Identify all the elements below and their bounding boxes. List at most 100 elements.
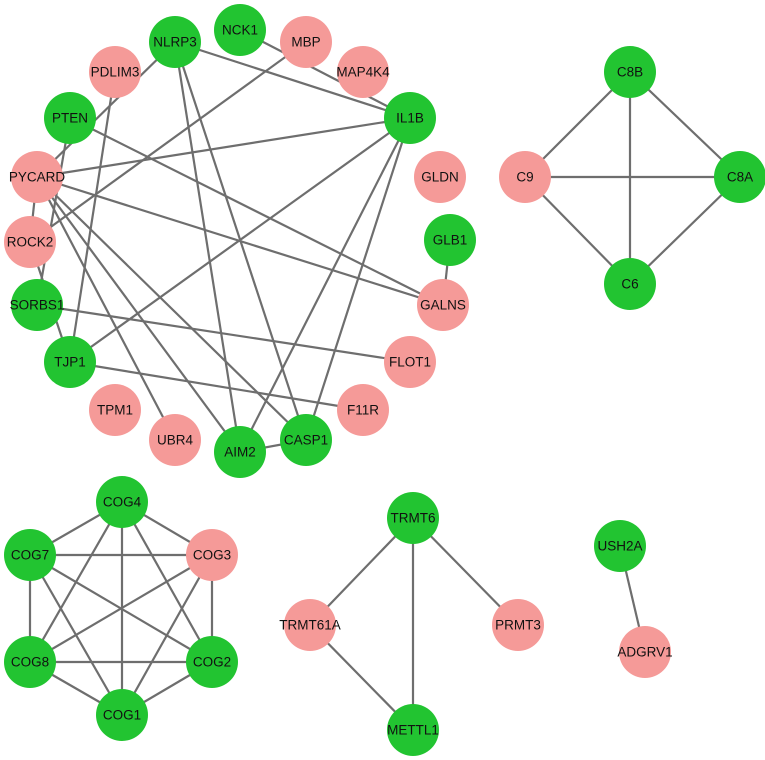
edge-il1b-aim2 (239, 117, 411, 453)
node-label-cog8: COG8 (11, 655, 49, 670)
node-il1b: IL1B (384, 92, 436, 144)
edge-nlrp3-il1b (174, 40, 411, 120)
node-nck1: NCK1 (214, 4, 266, 56)
node-adgrv1: ADGRV1 (617, 626, 673, 678)
node-circle-casp1 (280, 414, 332, 466)
node-label-gldn: GLDN (421, 170, 459, 185)
node-map4k4: MAP4K4 (336, 46, 390, 98)
node-ubr4: UBR4 (149, 414, 201, 466)
edge-cog3-cog8 (29, 554, 213, 663)
node-cog1: COG1 (96, 689, 148, 741)
node-circle-trmt61a (284, 599, 336, 651)
node-circle-c8a (714, 151, 765, 203)
node-label-tjp1: TJP1 (54, 355, 86, 370)
node-label-c6: C6 (621, 277, 638, 292)
node-circle-cog8 (4, 636, 56, 688)
node-rock2: ROCK2 (4, 216, 56, 268)
node-label-pycard: PYCARD (9, 170, 66, 185)
node-circle-galns (417, 279, 469, 331)
edge-nlrp3-pycard (36, 41, 176, 178)
node-label-rock2: ROCK2 (7, 235, 54, 250)
node-circle-sorbs1 (11, 279, 63, 331)
node-galns: GALNS (417, 279, 469, 331)
node-flot1: FLOT1 (384, 336, 436, 388)
node-label-c9: C9 (516, 170, 533, 185)
node-pdlim3: PDLIM3 (89, 46, 141, 98)
node-label-glb1: GLB1 (433, 233, 468, 248)
node-label-ush2a: USH2A (597, 539, 642, 554)
node-circle-rock2 (4, 216, 56, 268)
node-circle-pycard (11, 151, 63, 203)
node-label-flot1: FLOT1 (389, 355, 431, 370)
edge-pdlim3-tjp1 (68, 71, 117, 363)
edges-layer (28, 29, 741, 731)
node-circle-pten (44, 92, 96, 144)
node-mettl1: METTL1 (387, 704, 439, 756)
node-label-cog3: COG3 (193, 548, 231, 563)
node-circle-pdlim3 (89, 46, 141, 98)
node-c8b: C8B (604, 46, 656, 98)
node-circle-glb1 (424, 214, 476, 266)
node-tjp1: TJP1 (44, 336, 96, 388)
edge-pycard-aim2 (36, 176, 241, 453)
node-circle-prmt3 (492, 599, 544, 651)
node-label-mbp: MBP (291, 35, 320, 50)
edge-nck1-il1b (239, 29, 411, 119)
node-label-pten: PTEN (52, 111, 88, 126)
node-prmt3: PRMT3 (492, 599, 544, 651)
edge-tjp1-f11r (69, 360, 364, 412)
edge-pycard-casp1 (36, 176, 307, 441)
node-circle-nlrp3 (149, 16, 201, 68)
edge-pycard-ubr4 (36, 176, 176, 441)
node-label-map4k4: MAP4K4 (336, 65, 390, 80)
edge-mbp-rock2 (29, 41, 307, 243)
node-circle-mbp (280, 16, 332, 68)
node-label-aim2: AIM2 (224, 445, 256, 460)
node-c8a: C8A (714, 151, 765, 203)
edge-pten-sorbs1 (35, 117, 72, 306)
node-label-tpm1: TPM1 (97, 403, 133, 418)
node-circle-cog4 (96, 476, 148, 528)
node-circle-nck1 (214, 4, 266, 56)
node-label-sorbs1: SORBS1 (10, 298, 65, 313)
node-nlrp3: NLRP3 (149, 16, 201, 68)
node-gldn: GLDN (414, 151, 466, 203)
node-circle-flot1 (384, 336, 436, 388)
node-label-trmt61a: TRMT61A (279, 618, 341, 633)
node-pycard: PYCARD (9, 151, 66, 203)
node-circle-c9 (499, 151, 551, 203)
node-label-cog7: COG7 (11, 548, 49, 563)
node-ush2a: USH2A (594, 520, 646, 572)
node-circle-cog1 (96, 689, 148, 741)
node-circle-c8b (604, 46, 656, 98)
node-circle-mettl1 (387, 704, 439, 756)
node-circle-gldn (414, 151, 466, 203)
node-f11r: F11R (337, 384, 389, 436)
edge-cog3-cog1 (121, 554, 213, 716)
node-label-adgrv1: ADGRV1 (617, 645, 672, 660)
node-label-mettl1: METTL1 (387, 723, 439, 738)
node-circle-ush2a (594, 520, 646, 572)
node-circle-tjp1 (44, 336, 96, 388)
node-mbp: MBP (280, 16, 332, 68)
node-label-c8b: C8B (617, 65, 643, 80)
node-cog8: COG8 (4, 636, 56, 688)
node-label-c8a: C8A (727, 170, 753, 185)
node-cog4: COG4 (96, 476, 148, 528)
node-circle-tpm1 (89, 384, 141, 436)
node-glb1: GLB1 (424, 214, 476, 266)
node-trmt6: TRMT6 (387, 492, 439, 544)
node-circle-c6 (604, 258, 656, 310)
node-pten: PTEN (44, 92, 96, 144)
node-cog3: COG3 (186, 529, 238, 581)
node-circle-aim2 (214, 426, 266, 478)
node-label-cog2: COG2 (193, 655, 231, 670)
node-circle-cog2 (186, 636, 238, 688)
node-label-galns: GALNS (420, 298, 466, 313)
edge-nlrp3-aim2 (173, 41, 242, 453)
node-label-ubr4: UBR4 (157, 433, 194, 448)
node-circle-map4k4 (337, 46, 389, 98)
node-circle-cog7 (4, 529, 56, 581)
